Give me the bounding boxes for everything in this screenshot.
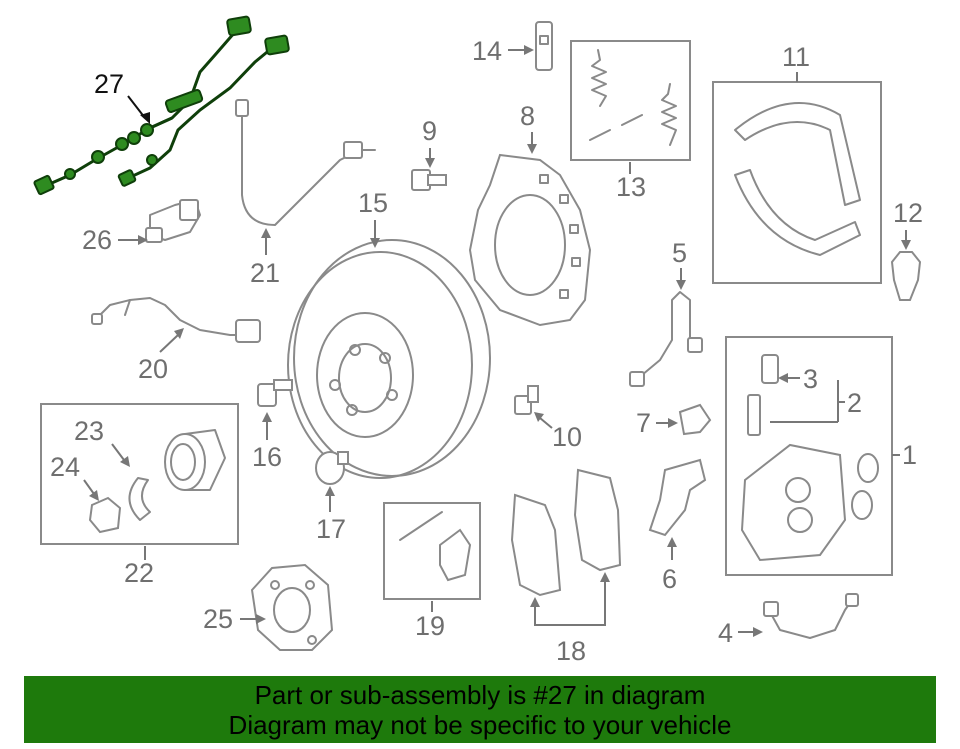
part-14-clip[interactable] [535, 21, 553, 71]
callout-25: 25 [203, 604, 233, 634]
part-1-caliper [740, 354, 879, 562]
part-13-hardware-kit-box[interactable] [570, 40, 691, 161]
banner-line-1: Part or sub-assembly is #27 in diagram [254, 680, 706, 710]
callout-11: 11 [782, 42, 810, 72]
part-12-adjuster[interactable] [890, 251, 922, 301]
callout-24: 24 [50, 452, 80, 482]
callout-26: 26 [82, 225, 112, 255]
callout-2: 2 [847, 388, 862, 418]
callout-5: 5 [672, 238, 687, 268]
callout-13: 13 [616, 172, 646, 202]
part-19-pad-hardware [399, 511, 472, 582]
callout-6: 6 [662, 564, 677, 594]
callout-18: 18 [556, 636, 586, 666]
callout-4: 4 [718, 618, 733, 648]
part-27-wear-sensor[interactable] [33, 15, 290, 196]
callout-10: 10 [552, 422, 582, 452]
callout-7: 7 [636, 408, 651, 438]
callout-21: 21 [250, 258, 280, 288]
part-19-pad-hardware-box[interactable] [383, 502, 481, 600]
part-15-brake-rotor[interactable] [287, 239, 491, 479]
part-4-brake-line[interactable] [763, 593, 859, 639]
part-6-bracket[interactable] [648, 458, 707, 537]
part-18-brake-pads[interactable] [510, 468, 622, 597]
callout-8: 8 [520, 101, 535, 131]
callout-15: 15 [358, 188, 388, 218]
callout-19: 19 [415, 611, 445, 641]
callout-16: 16 [252, 442, 282, 472]
part-10-bolt[interactable] [514, 385, 539, 415]
part-11-brake-shoes [734, 102, 861, 256]
part-5-brake-line[interactable] [629, 291, 703, 387]
callout-20: 20 [138, 354, 168, 384]
part-26-sensor[interactable] [145, 199, 201, 243]
part-7-clip[interactable] [678, 403, 712, 436]
callout-27: 27 [94, 69, 124, 99]
banner-line-2: Diagram may not be specific to your vehi… [228, 710, 732, 740]
callout-3: 3 [803, 364, 818, 394]
callout-1: 1 [902, 440, 917, 470]
part-25-hub[interactable] [250, 563, 334, 651]
part-16-bolt[interactable] [257, 379, 293, 407]
info-banner: Part or sub-assembly is #27 in diagram D… [24, 676, 936, 743]
part-9-bolt[interactable] [411, 169, 447, 191]
callout-9: 9 [422, 116, 437, 146]
part-22-bearing [88, 429, 226, 534]
callout-23: 23 [74, 416, 104, 446]
callout-12: 12 [893, 198, 923, 228]
part-13-springs [589, 49, 677, 146]
part-22-wheel-bearing-box[interactable] [40, 403, 239, 545]
part-21-brake-hose[interactable] [235, 99, 376, 226]
callout-17: 17 [316, 514, 346, 544]
callout-22: 22 [124, 558, 154, 588]
part-17-plug[interactable] [315, 451, 349, 485]
part-8-dust-shield[interactable] [468, 153, 592, 327]
part-20-sensor-wire[interactable] [91, 297, 261, 343]
callout-14: 14 [472, 36, 502, 66]
